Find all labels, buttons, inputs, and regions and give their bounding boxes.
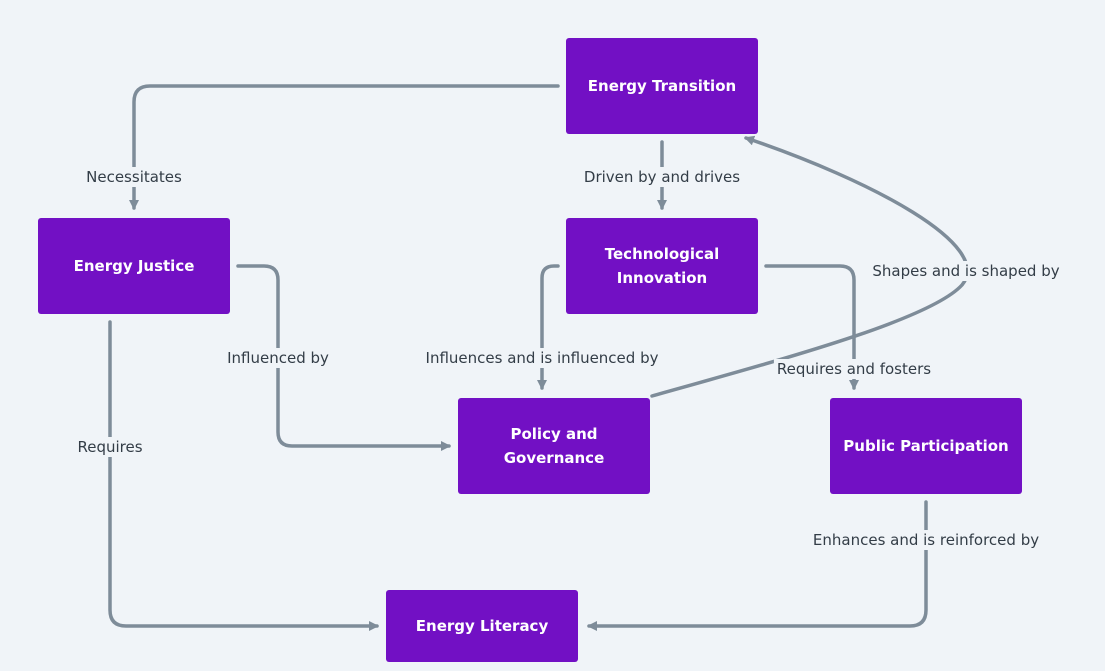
node-energy-justice[interactable]: Energy Justice <box>38 218 230 314</box>
edge-label-necessitates: Necessitates <box>83 167 185 187</box>
node-energy-literacy-label: Energy Literacy <box>415 617 549 635</box>
edge-label-requires-fosters: Requires and fosters <box>773 359 935 379</box>
edge-justice-to-literacy <box>108 320 379 631</box>
edge-policy-to-transition <box>650 135 970 398</box>
edge-label-influences: Influences and is influenced by <box>422 348 662 368</box>
node-policy-governance-label-line2: Governance <box>503 449 605 467</box>
node-policy-governance[interactable]: Policy and Governance <box>458 398 650 494</box>
edge-innovation-to-participation <box>764 264 859 390</box>
node-policy-governance-label-line1: Policy and <box>510 425 598 443</box>
edge-label-requires: Requires <box>74 437 146 457</box>
edge-label-influenced-by: Influenced by <box>224 348 332 368</box>
node-technological-innovation-label-line2: Innovation <box>616 269 708 287</box>
node-energy-transition-label: Energy Transition <box>587 77 737 95</box>
edge-label-enhances: Enhances and is reinforced by <box>809 530 1043 550</box>
node-technological-innovation[interactable]: Technological Innovation <box>566 218 758 314</box>
node-public-participation-label: Public Participation <box>843 437 1009 455</box>
edge-label-shapes: Shapes and is shaped by <box>869 261 1063 281</box>
node-energy-literacy[interactable]: Energy Literacy <box>386 590 578 662</box>
node-technological-innovation-label-line1: Technological <box>604 245 720 263</box>
node-public-participation[interactable]: Public Participation <box>830 398 1022 494</box>
node-energy-transition[interactable]: Energy Transition <box>566 38 758 134</box>
edge-transition-to-justice <box>129 84 560 210</box>
node-energy-justice-label: Energy Justice <box>73 257 195 275</box>
edge-label-driven-by: Driven by and drives <box>580 167 744 187</box>
edge-innovation-to-policy <box>537 264 560 390</box>
edge-participation-to-literacy <box>587 500 928 631</box>
